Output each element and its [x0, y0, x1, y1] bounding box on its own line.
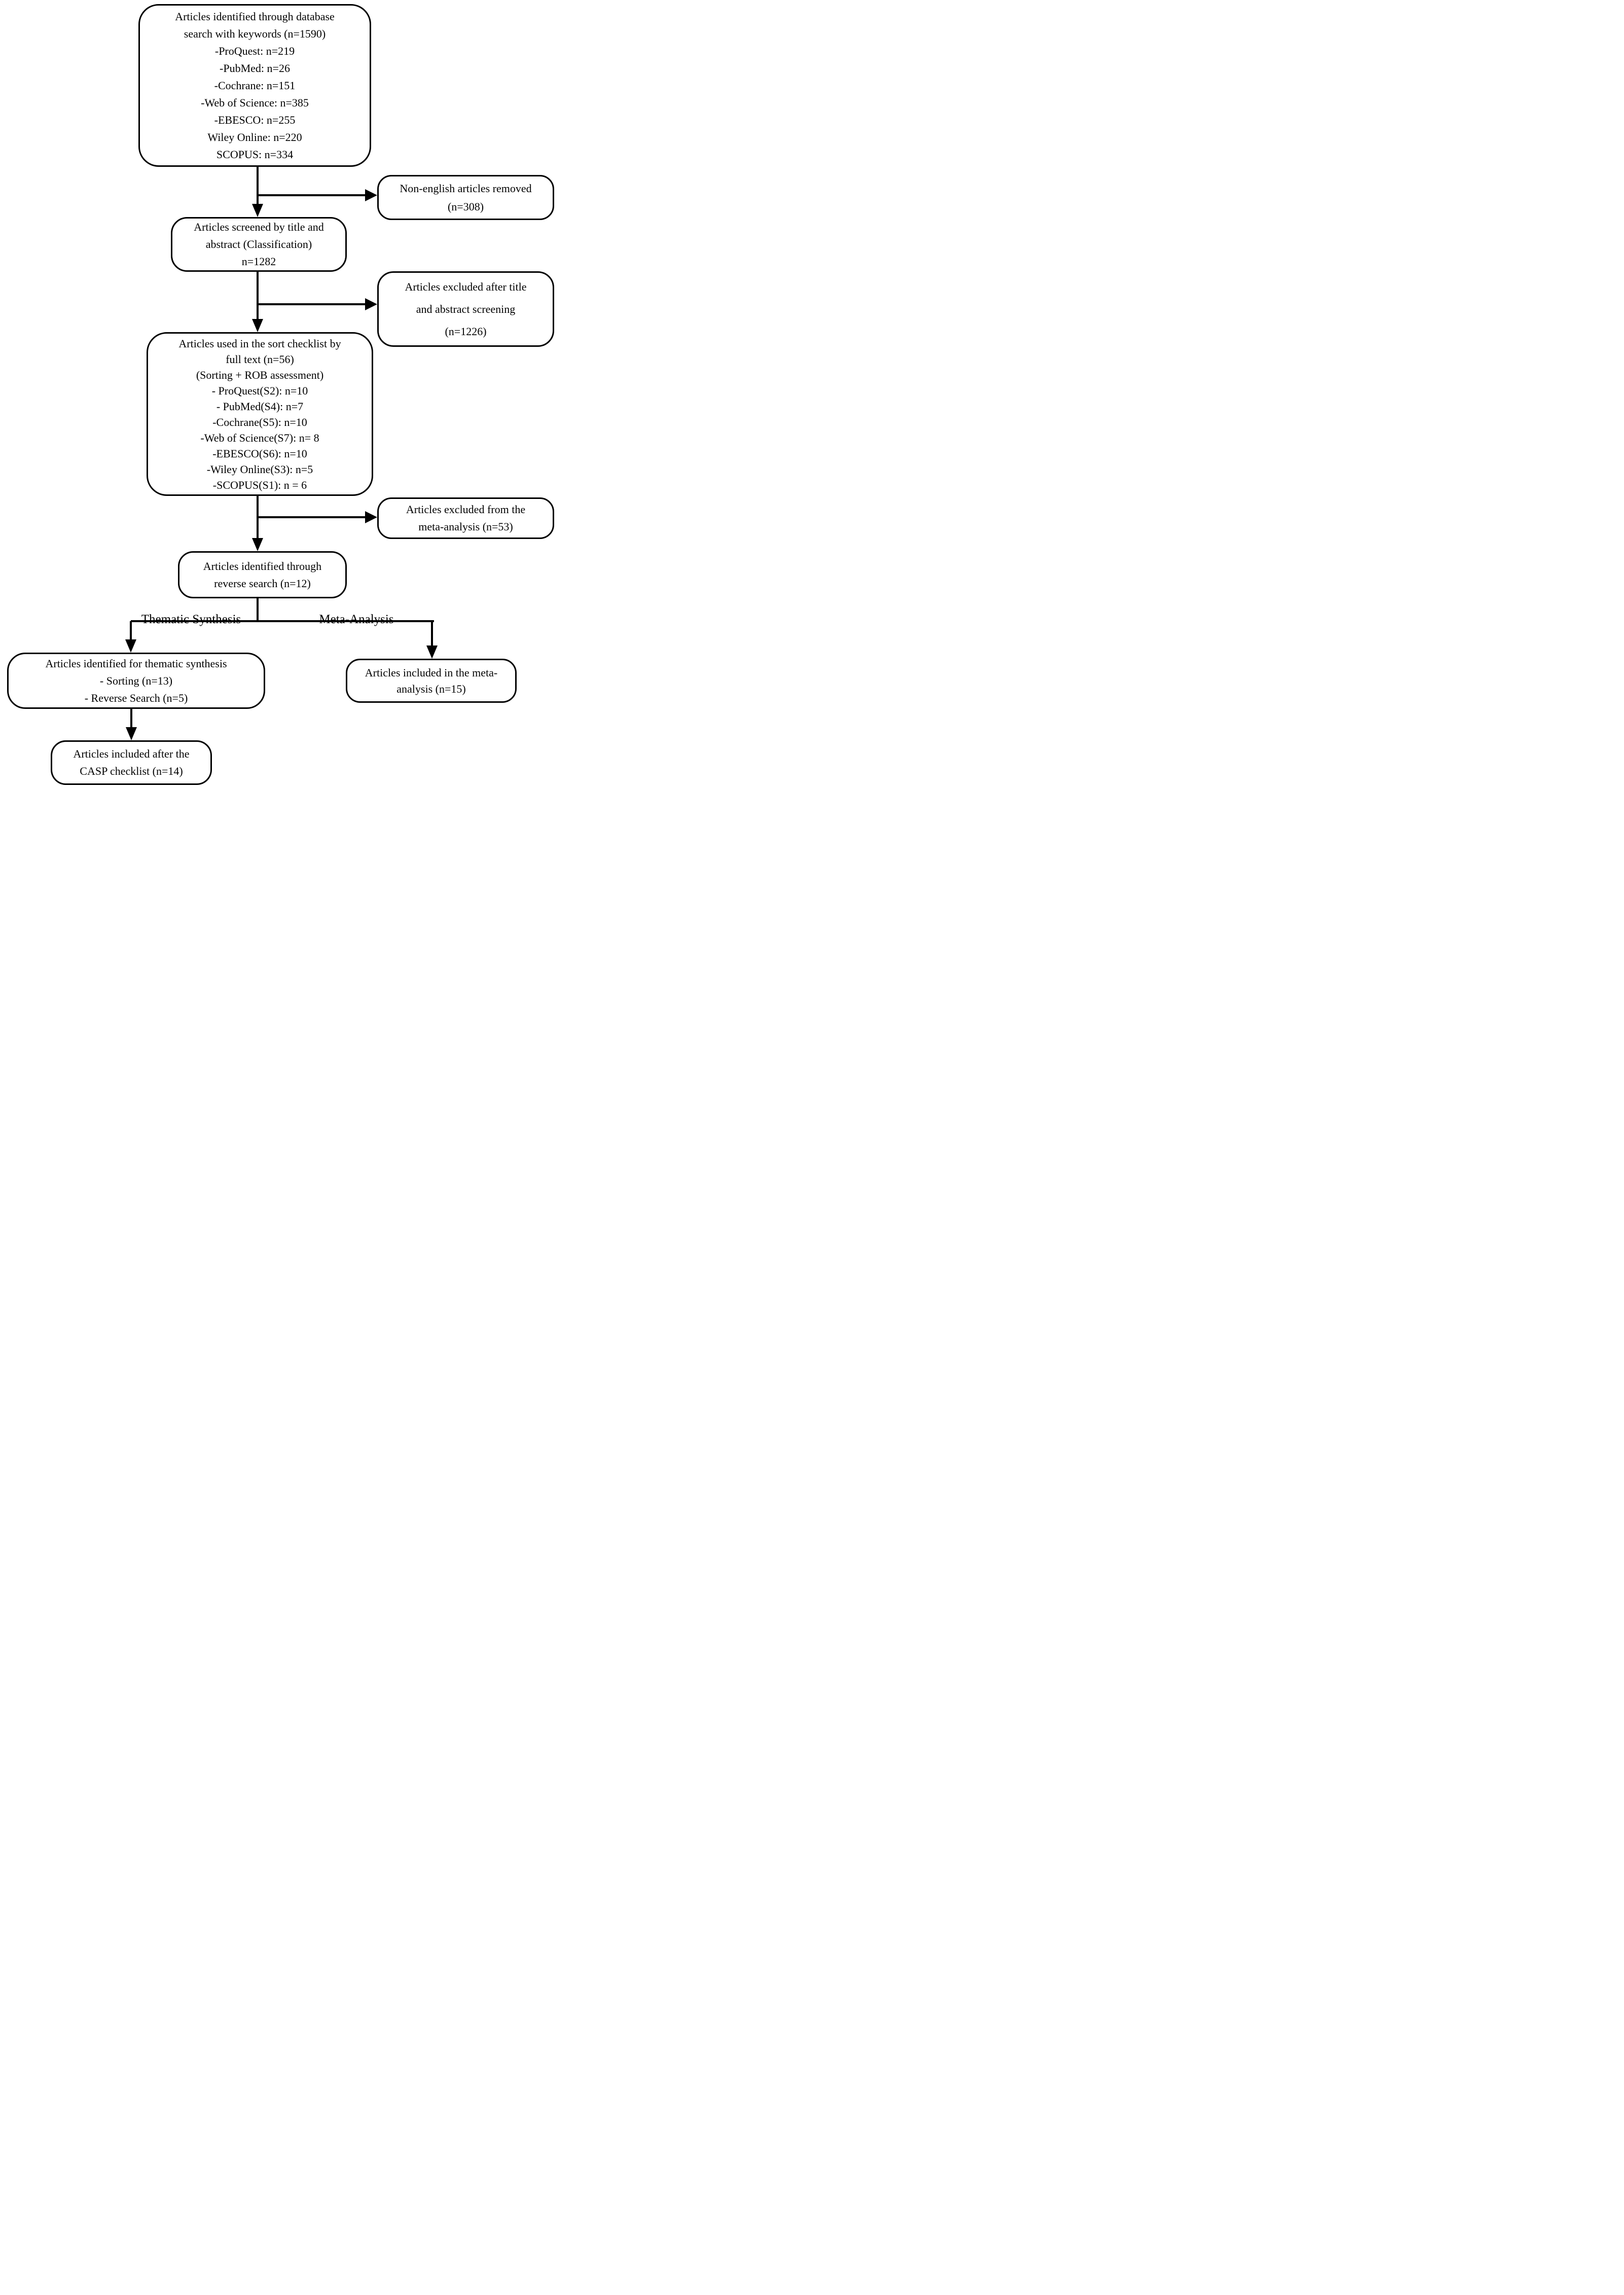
node-text-line: (Sorting + ROB assessment): [196, 368, 324, 381]
node-non-english-removed: Non-english articles removed (n=308): [377, 175, 554, 220]
node-text-line: meta-analysis (n=53): [418, 520, 513, 533]
node-meta-analysis-included: Articles included in the meta- analysis …: [346, 659, 517, 703]
node-text-line: -Cochrane: n=151: [214, 79, 296, 92]
arrowhead-into-sort-icon: [252, 319, 263, 332]
node-text-line: CASP checklist (n=14): [80, 765, 183, 777]
node-text-line: -EBESCO(S6): n=10: [212, 447, 307, 460]
node-text-line: - PubMed(S4): n=7: [216, 400, 304, 413]
arrowhead-into-excluded-title-icon: [365, 298, 377, 310]
node-text-line: Wiley Online: n=220: [207, 130, 302, 144]
arrowhead-into-excluded-meta-icon: [365, 511, 377, 523]
connector-reverse-to-split-line: [257, 598, 259, 622]
node-text-line: SCOPUS: n=334: [216, 148, 294, 161]
connector-thematic-to-casp-line: [130, 709, 132, 728]
node-text-line: Articles identified through: [203, 559, 322, 572]
connector-to-excluded-title-line: [258, 303, 366, 305]
node-text-line: Articles included in the meta-: [365, 666, 498, 679]
node-text-line: Articles used in the sort checklist by: [178, 337, 341, 350]
connector-split-to-meta-line: [431, 621, 433, 647]
node-excluded-meta-analysis: Articles excluded from the meta-analysis…: [377, 497, 554, 539]
prisma-flow-diagram: Thematic Synthesis Meta-Analysis Article…: [0, 0, 558, 789]
connector-screened-to-sort-line: [257, 272, 259, 320]
node-sort-checklist-fulltext: Articles used in the sort checklist by f…: [147, 332, 373, 496]
node-text-line: (n=308): [447, 200, 484, 213]
node-text-line: - ProQuest(S2): n=10: [211, 384, 308, 397]
node-text-line: -EBESCO: n=255: [214, 113, 296, 126]
node-text-line: and abstract screening: [416, 302, 516, 315]
node-text-line: Articles identified for thematic synthes…: [45, 657, 227, 670]
node-text-line: Articles identified through database: [175, 10, 335, 23]
connector-top-to-screened-line: [257, 167, 259, 206]
node-text-line: Articles screened by title and: [194, 221, 324, 233]
node-text-line: - Reverse Search (n=5): [84, 691, 188, 704]
node-text-line: -ProQuest: n=219: [214, 44, 295, 57]
connector-to-excluded-meta-line: [258, 516, 366, 518]
arrowhead-into-nonenglish-icon: [365, 189, 377, 201]
node-text-line: Non-english articles removed: [400, 182, 532, 195]
node-text-line: - Sorting (n=13): [99, 674, 173, 687]
node-text-line: search with keywords (n=1590): [184, 27, 326, 40]
node-text-line: -Web of Science: n=385: [201, 96, 309, 109]
node-text-line: -SCOPUS(S1): n = 6: [212, 478, 307, 491]
arrowhead-into-screened-icon: [252, 204, 263, 217]
node-text-line: full text (n=56): [226, 352, 294, 366]
node-text-line: -PubMed: n=26: [220, 61, 290, 75]
branch-label-meta-analysis: Meta-Analysis: [319, 613, 394, 626]
node-database-search: Articles identified through database sea…: [138, 4, 371, 167]
node-text-line: n=1282: [241, 255, 276, 268]
branch-label-thematic-synthesis: Thematic Synthesis: [141, 613, 241, 626]
node-text-line: (n=1226): [445, 325, 487, 338]
node-text-line: -Wiley Online(S3): n=5: [206, 462, 313, 476]
connector-to-nonenglish-line: [258, 194, 366, 196]
node-text-line: abstract (Classification): [205, 238, 312, 250]
node-excluded-title-abstract: Articles excluded after title and abstra…: [377, 271, 554, 347]
node-text-line: Articles included after the: [73, 747, 190, 760]
node-text-line: -Web of Science(S7): n= 8: [200, 431, 319, 444]
node-reverse-search: Articles identified through reverse sear…: [178, 551, 347, 598]
node-thematic-synthesis-articles: Articles identified for thematic synthes…: [7, 653, 265, 709]
arrowhead-into-reverse-icon: [252, 538, 263, 551]
arrowhead-into-casp-icon: [126, 727, 137, 740]
arrowhead-into-meta-included-icon: [426, 646, 438, 659]
arrowhead-into-thematic-icon: [125, 639, 136, 653]
connector-split-to-thematic-line: [130, 621, 132, 640]
node-text-line: reverse search (n=12): [214, 577, 311, 590]
node-text-line: Articles excluded from the: [406, 503, 526, 516]
node-casp-included: Articles included after the CASP checkli…: [51, 740, 212, 785]
node-text-line: analysis (n=15): [396, 682, 466, 695]
node-text-line: Articles excluded after title: [405, 280, 527, 293]
node-text-line: -Cochrane(S5): n=10: [212, 415, 307, 428]
node-screened-title-abstract: Articles screened by title and abstract …: [171, 217, 347, 272]
split-horizontal-line: [131, 620, 434, 622]
